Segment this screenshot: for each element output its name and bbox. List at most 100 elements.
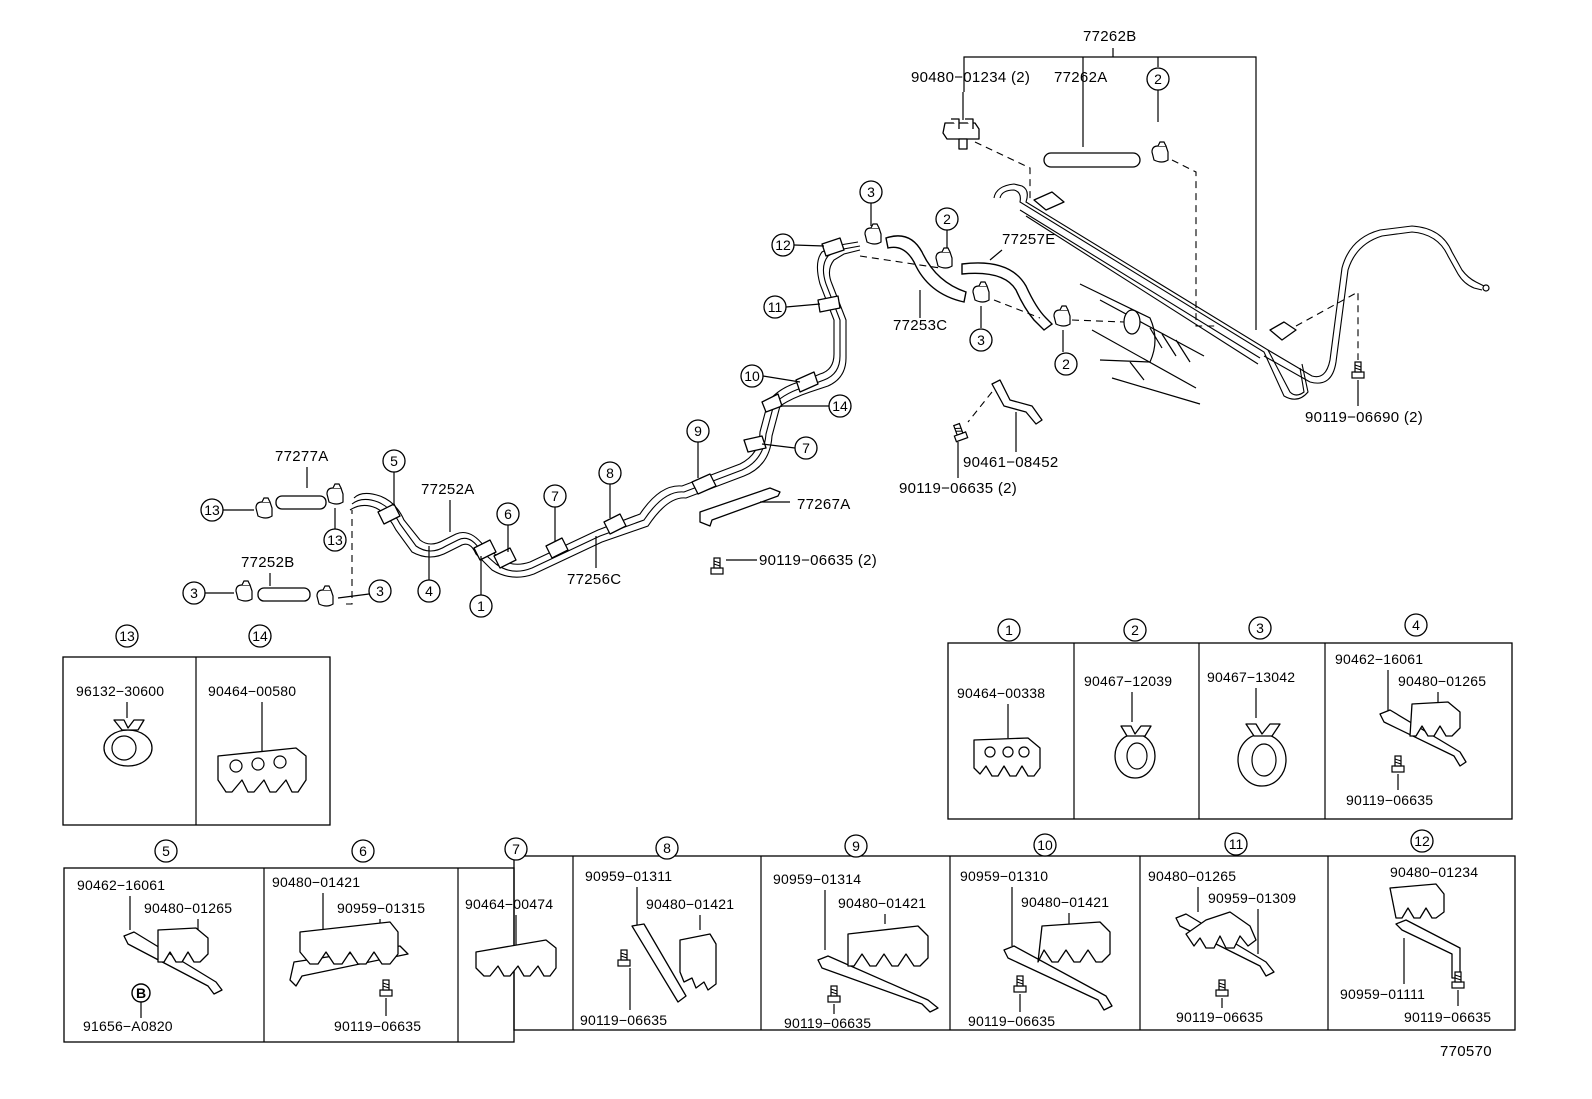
label-77277A: 77277A <box>275 448 329 465</box>
label-77252A: 77252A <box>421 481 475 498</box>
label-77262A: 77262A <box>1054 69 1108 86</box>
svg-text:13: 13 <box>119 628 135 644</box>
legend-7-part: 90464−00474 <box>465 896 553 912</box>
label-77252B: 77252B <box>241 554 295 571</box>
legend-14-part: 90464−00580 <box>208 683 296 699</box>
fuel-tank-outline <box>1079 283 1205 405</box>
callout-3-mid: 3 <box>969 328 993 352</box>
label-90119-06690-2: 90119−06690 (2) <box>1305 409 1423 426</box>
svg-text:8: 8 <box>606 465 614 481</box>
callout-2-mid: 2 <box>935 207 959 231</box>
svg-text:12: 12 <box>775 237 791 253</box>
bolt-8-drawing <box>617 949 631 967</box>
callout-10: 10 <box>740 364 764 388</box>
clip-2-right <box>1053 305 1071 327</box>
hose-clamp-2-drawing <box>1114 725 1156 779</box>
legend-4-part-a: 90462−16061 <box>1335 651 1423 667</box>
callout-3a: 3 <box>182 581 206 605</box>
clip-90480-01234 <box>942 118 980 150</box>
legend-8-part-a: 90959−01311 <box>585 868 672 884</box>
legend-10-part-b: 90480−01421 <box>1021 894 1109 910</box>
bracket-12-drawing <box>1389 883 1461 979</box>
callout-14: 14 <box>828 394 852 418</box>
legend-6-num: 6 <box>351 839 375 863</box>
legend-4-part-b: 90480−01265 <box>1398 673 1486 689</box>
svg-text:2: 2 <box>1154 71 1162 87</box>
bracket-77267A <box>699 487 781 527</box>
legend-12-part-a: 90480−01234 <box>1390 864 1478 880</box>
legend-1-part: 90464−00338 <box>957 685 1045 701</box>
legend-box-13-14 <box>62 656 331 826</box>
label-77256C: 77256C <box>567 571 621 588</box>
svg-text:5: 5 <box>390 453 398 469</box>
clip-3-mid <box>972 281 990 303</box>
legend-5-num: 5 <box>154 839 178 863</box>
legend-13-part: 96132−30600 <box>76 683 164 699</box>
svg-text:5: 5 <box>162 843 170 859</box>
svg-text:11: 11 <box>768 299 783 315</box>
legend-10-part-a: 90959−01310 <box>960 868 1048 884</box>
svg-text:9: 9 <box>852 838 860 854</box>
bracket-9-drawing <box>817 925 939 1013</box>
legend-14-num: 14 <box>248 624 272 648</box>
svg-text:10: 10 <box>744 368 760 384</box>
label-77253C: 77253C <box>893 317 947 334</box>
svg-text:3: 3 <box>977 332 985 348</box>
callout-3b: 3 <box>368 579 392 603</box>
legend-11-part-a: 90480−01265 <box>1148 868 1236 884</box>
bolt-90119-06635-a <box>950 421 969 443</box>
mark-B: B <box>131 983 151 1003</box>
legend-9-num: 9 <box>844 834 868 858</box>
bracket-5-drawing <box>123 927 223 995</box>
legend-8-num: 8 <box>655 836 679 860</box>
svg-text:12: 12 <box>1414 833 1430 849</box>
callout-7a: 7 <box>543 484 567 508</box>
hose-clamp-3-drawing <box>1237 723 1287 787</box>
legend-4-num: 4 <box>1404 613 1428 637</box>
clip-2-mid <box>935 247 953 269</box>
legend-11-part-c: 90119−06635 <box>1176 1009 1263 1025</box>
svg-text:11: 11 <box>1229 836 1244 852</box>
callout-13b: 13 <box>323 528 347 552</box>
svg-text:14: 14 <box>832 398 848 414</box>
clip-7-drawing <box>475 939 557 977</box>
bracket-8-drawing <box>631 923 717 1003</box>
callout-4: 4 <box>417 579 441 603</box>
legend-12-part-c: 90119−06635 <box>1404 1009 1491 1025</box>
clip-3-top <box>864 223 882 245</box>
legend-5-part-c: 91656−A0820 <box>83 1018 173 1034</box>
legend-6-part-c: 90119−06635 <box>334 1018 421 1034</box>
legend-8-part-c: 90119−06635 <box>580 1012 667 1028</box>
legend-9-part-b: 90480−01421 <box>838 895 926 911</box>
clip-13-left <box>255 497 273 519</box>
label-90119-06635-2a: 90119−06635 (2) <box>899 480 1017 497</box>
bolt-4-drawing <box>1391 755 1405 773</box>
svg-text:2: 2 <box>1062 356 1070 372</box>
legend-10-part-c: 90119−06635 <box>968 1013 1055 1029</box>
legend-12-num: 12 <box>1410 829 1434 853</box>
callout-12: 12 <box>771 233 795 257</box>
pipe-clamps <box>377 237 845 569</box>
tube-77262A <box>1043 152 1141 168</box>
legend-9-part-c: 90119−06635 <box>784 1015 871 1031</box>
legend-7-num: 7 <box>504 837 528 861</box>
clip-2-top <box>1151 141 1169 163</box>
legend-box-1-4 <box>947 642 1513 820</box>
label-90480-01234-2: 90480−01234 (2) <box>911 69 1030 86</box>
hose-clamp-13-drawing <box>103 719 153 767</box>
svg-text:2: 2 <box>1131 622 1139 638</box>
label-77257E: 77257E <box>1002 231 1056 248</box>
svg-text:6: 6 <box>359 843 367 859</box>
svg-text:7: 7 <box>802 440 810 456</box>
label-90461-08452: 90461−08452 <box>963 454 1058 471</box>
bracket-11-drawing <box>1175 911 1275 977</box>
label-90119-06635-2b: 90119−06635 (2) <box>759 552 877 569</box>
clip-3-left <box>235 580 253 602</box>
svg-text:13: 13 <box>327 532 343 548</box>
callout-3-top: 3 <box>859 180 883 204</box>
callout-5: 5 <box>382 449 406 473</box>
bolt-6-drawing <box>379 979 393 997</box>
callout-13a: 13 <box>200 498 224 522</box>
svg-text:8: 8 <box>663 840 671 856</box>
